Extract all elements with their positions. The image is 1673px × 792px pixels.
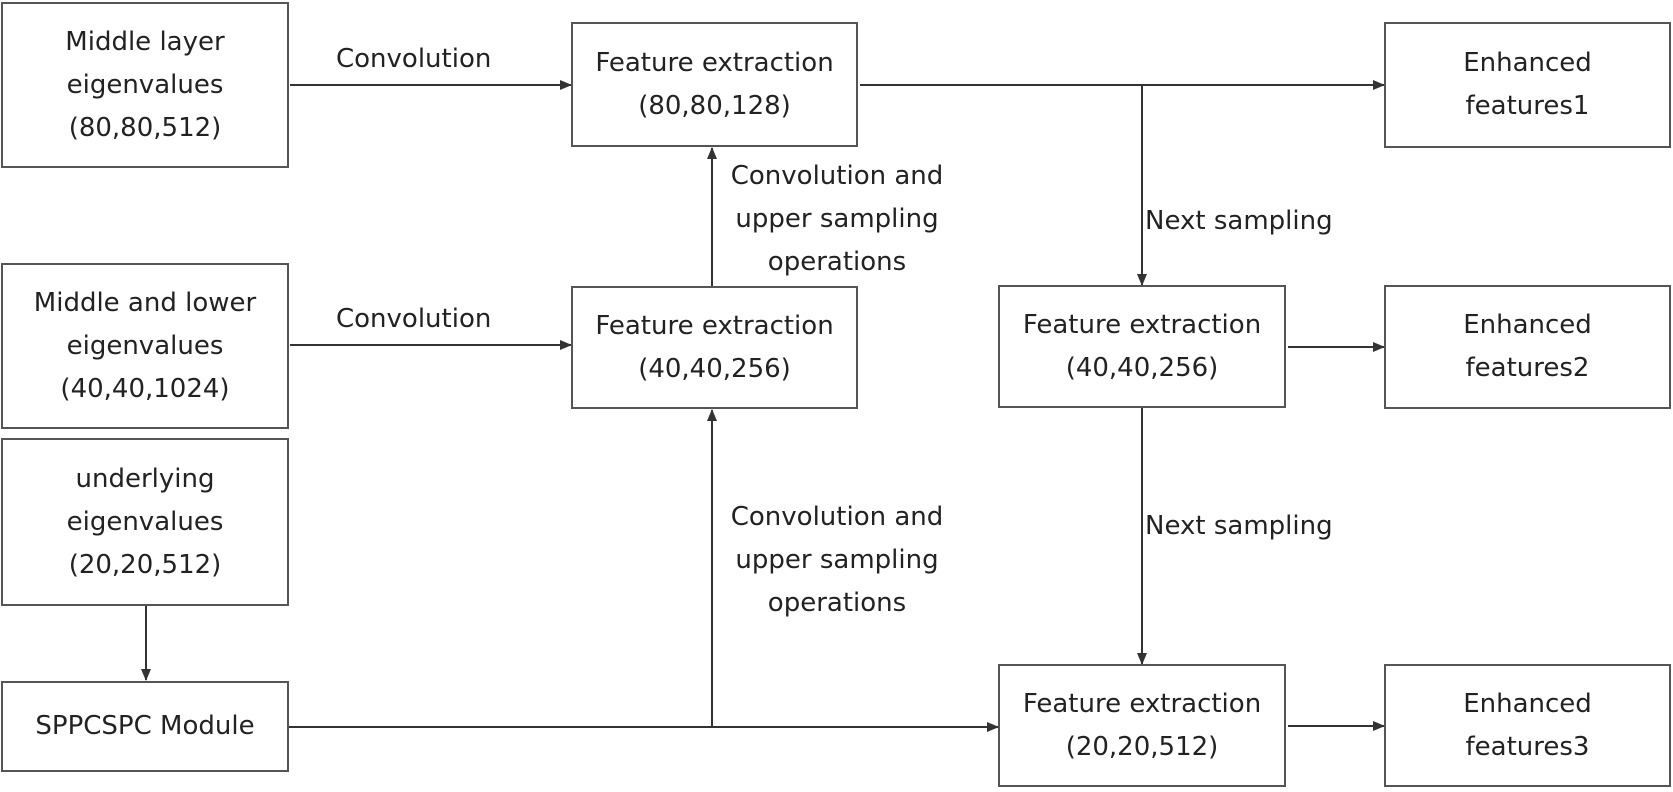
next-sampling-label-top: Next sampling — [1145, 206, 1333, 236]
up1-line-3: operations — [767, 247, 907, 277]
up2-line-1: Convolution and — [730, 502, 944, 532]
middle-layer-line-1: Middle layer — [65, 26, 225, 57]
up1-line-2: upper sampling — [735, 204, 939, 234]
middle-layer-line-3: (80,80,512) — [68, 112, 222, 143]
feature-extraction-box-3: Feature extraction (40,40,256) — [998, 285, 1286, 408]
middle-lower-eigenvalues-box: Middle and lower eigenvalues (40,40,1024… — [1, 263, 289, 429]
up2-line-3: operations — [767, 588, 907, 618]
up1-line-1: Convolution and — [730, 161, 944, 191]
feature-extraction-box-1: Feature extraction (80,80,128) — [571, 22, 858, 147]
up2-line-2: upper sampling — [735, 545, 939, 575]
fe3-line-2: (40,40,256) — [1065, 352, 1219, 383]
sppcspc-module-box: SPPCSPC Module — [1, 681, 289, 772]
out3-line-2: features3 — [1465, 731, 1590, 762]
enhanced-features-1-box: Enhanced features1 — [1384, 22, 1671, 148]
underlying-line-3: (20,20,512) — [68, 549, 222, 580]
out3-line-1: Enhanced — [1463, 688, 1592, 719]
out1-line-1: Enhanced — [1463, 48, 1592, 78]
next-sampling-label-bottom: Next sampling — [1145, 511, 1333, 541]
fe1-line-1: Feature extraction — [595, 47, 834, 78]
feature-extraction-box-2: Feature extraction (40,40,256) — [571, 286, 858, 409]
enhanced-features-3-box: Enhanced features3 — [1384, 664, 1671, 787]
middle-lower-line-2: eigenvalues — [66, 330, 224, 361]
middle-layer-line-2: eigenvalues — [66, 69, 224, 100]
out2-line-1: Enhanced — [1463, 310, 1592, 340]
enhanced-features-2-box: Enhanced features2 — [1384, 285, 1671, 409]
upsampling-label-bottom: Convolution and upper sampling operation… — [717, 496, 957, 625]
middle-lower-line-1: Middle and lower — [33, 287, 257, 318]
underlying-line-2: eigenvalues — [66, 506, 224, 537]
underlying-line-1: underlying — [75, 463, 215, 494]
convolution-label-top: Convolution — [336, 44, 492, 74]
convolution-label-middle: Convolution — [336, 304, 492, 334]
out1-line-2: features1 — [1465, 91, 1590, 121]
fe2-line-1: Feature extraction — [595, 310, 834, 341]
sppcspc-module-label: SPPCSPC Module — [35, 711, 255, 741]
middle-layer-eigenvalues-box: Middle layer eigenvalues (80,80,512) — [1, 2, 289, 168]
underlying-eigenvalues-box: underlying eigenvalues (20,20,512) — [1, 438, 289, 606]
upsampling-label-top: Convolution and upper sampling operation… — [717, 155, 957, 284]
feature-extraction-box-4: Feature extraction (20,20,512) — [998, 664, 1286, 787]
fe2-line-2: (40,40,256) — [638, 353, 791, 384]
fe4-line-2: (20,20,512) — [1065, 731, 1219, 762]
fe1-line-2: (80,80,128) — [638, 90, 791, 121]
middle-lower-line-3: (40,40,1024) — [60, 373, 230, 404]
out2-line-2: features2 — [1465, 353, 1590, 383]
fe3-line-1: Feature extraction — [1022, 309, 1262, 340]
fe4-line-1: Feature extraction — [1022, 688, 1262, 719]
